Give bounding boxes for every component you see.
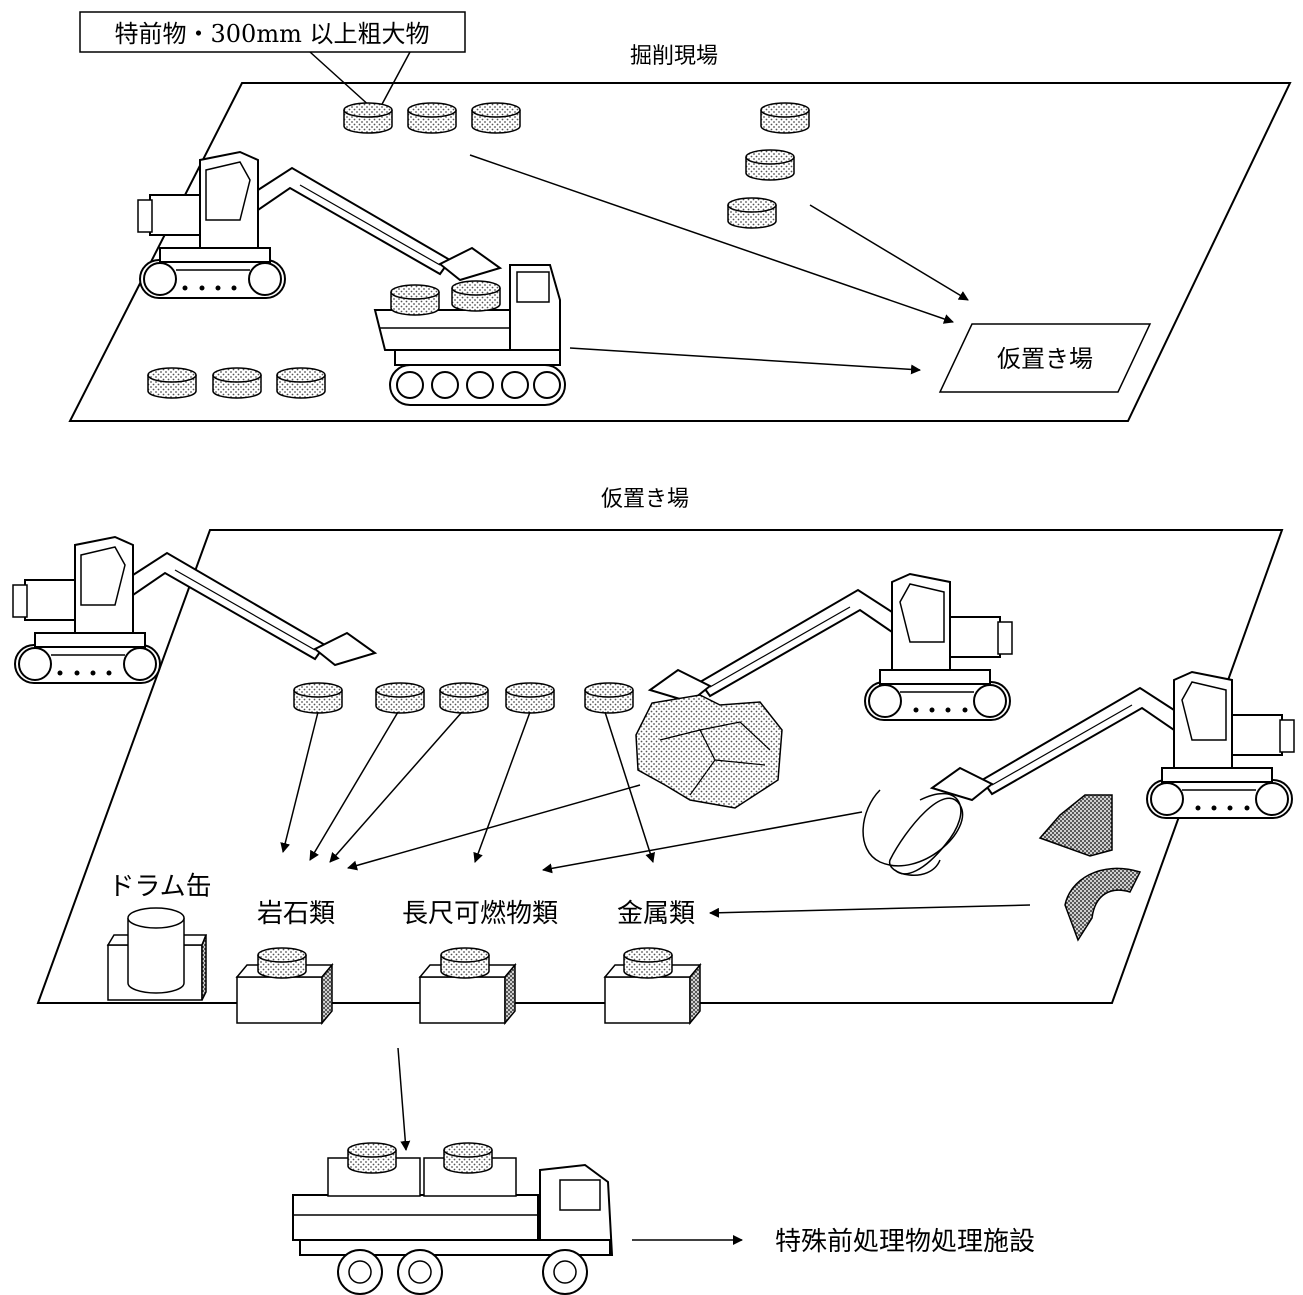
dump-truck-icon — [292, 1142, 614, 1295]
bin-label-rock: 岩石類 — [257, 899, 335, 929]
down-arrow — [397, 1047, 411, 1151]
bin-rock — [236, 947, 333, 1024]
temp-storage-label: 仮置き場 — [997, 345, 1093, 373]
temp-storage-box — [938, 323, 1152, 393]
long-combustible-icon — [862, 789, 964, 876]
storage-panel-title: 仮置き場 — [601, 487, 689, 512]
callout — [79, 11, 466, 109]
metal-scrap-icon — [1038, 794, 1142, 942]
excavation-site-title: 掘削現場 — [630, 44, 718, 69]
drum-can-label: ドラム缶 — [108, 872, 211, 902]
excavator-left-icon — [12, 536, 376, 684]
callout-text: 特前物・300mm 以上粗大物 — [115, 20, 430, 48]
bin-label-long-combustible: 長尺可燃物類 — [402, 899, 558, 929]
excavation-arrows — [469, 154, 969, 375]
bin-long-combustible — [419, 947, 516, 1024]
storage-panel — [36, 529, 1284, 1004]
sorting-arrows — [280, 711, 1031, 918]
storage-drums — [293, 682, 634, 714]
excavator-icon — [137, 151, 501, 299]
destination-label: 特殊前処理物処理施設 — [775, 1227, 1035, 1257]
rock-pile-icon — [635, 694, 783, 809]
crawler-carrier-icon — [374, 264, 566, 406]
bin-label-metal: 金属類 — [617, 899, 695, 929]
bin-metal — [604, 947, 701, 1024]
excavation-site-panel — [68, 82, 1292, 422]
drum-can-icon — [106, 907, 208, 1001]
